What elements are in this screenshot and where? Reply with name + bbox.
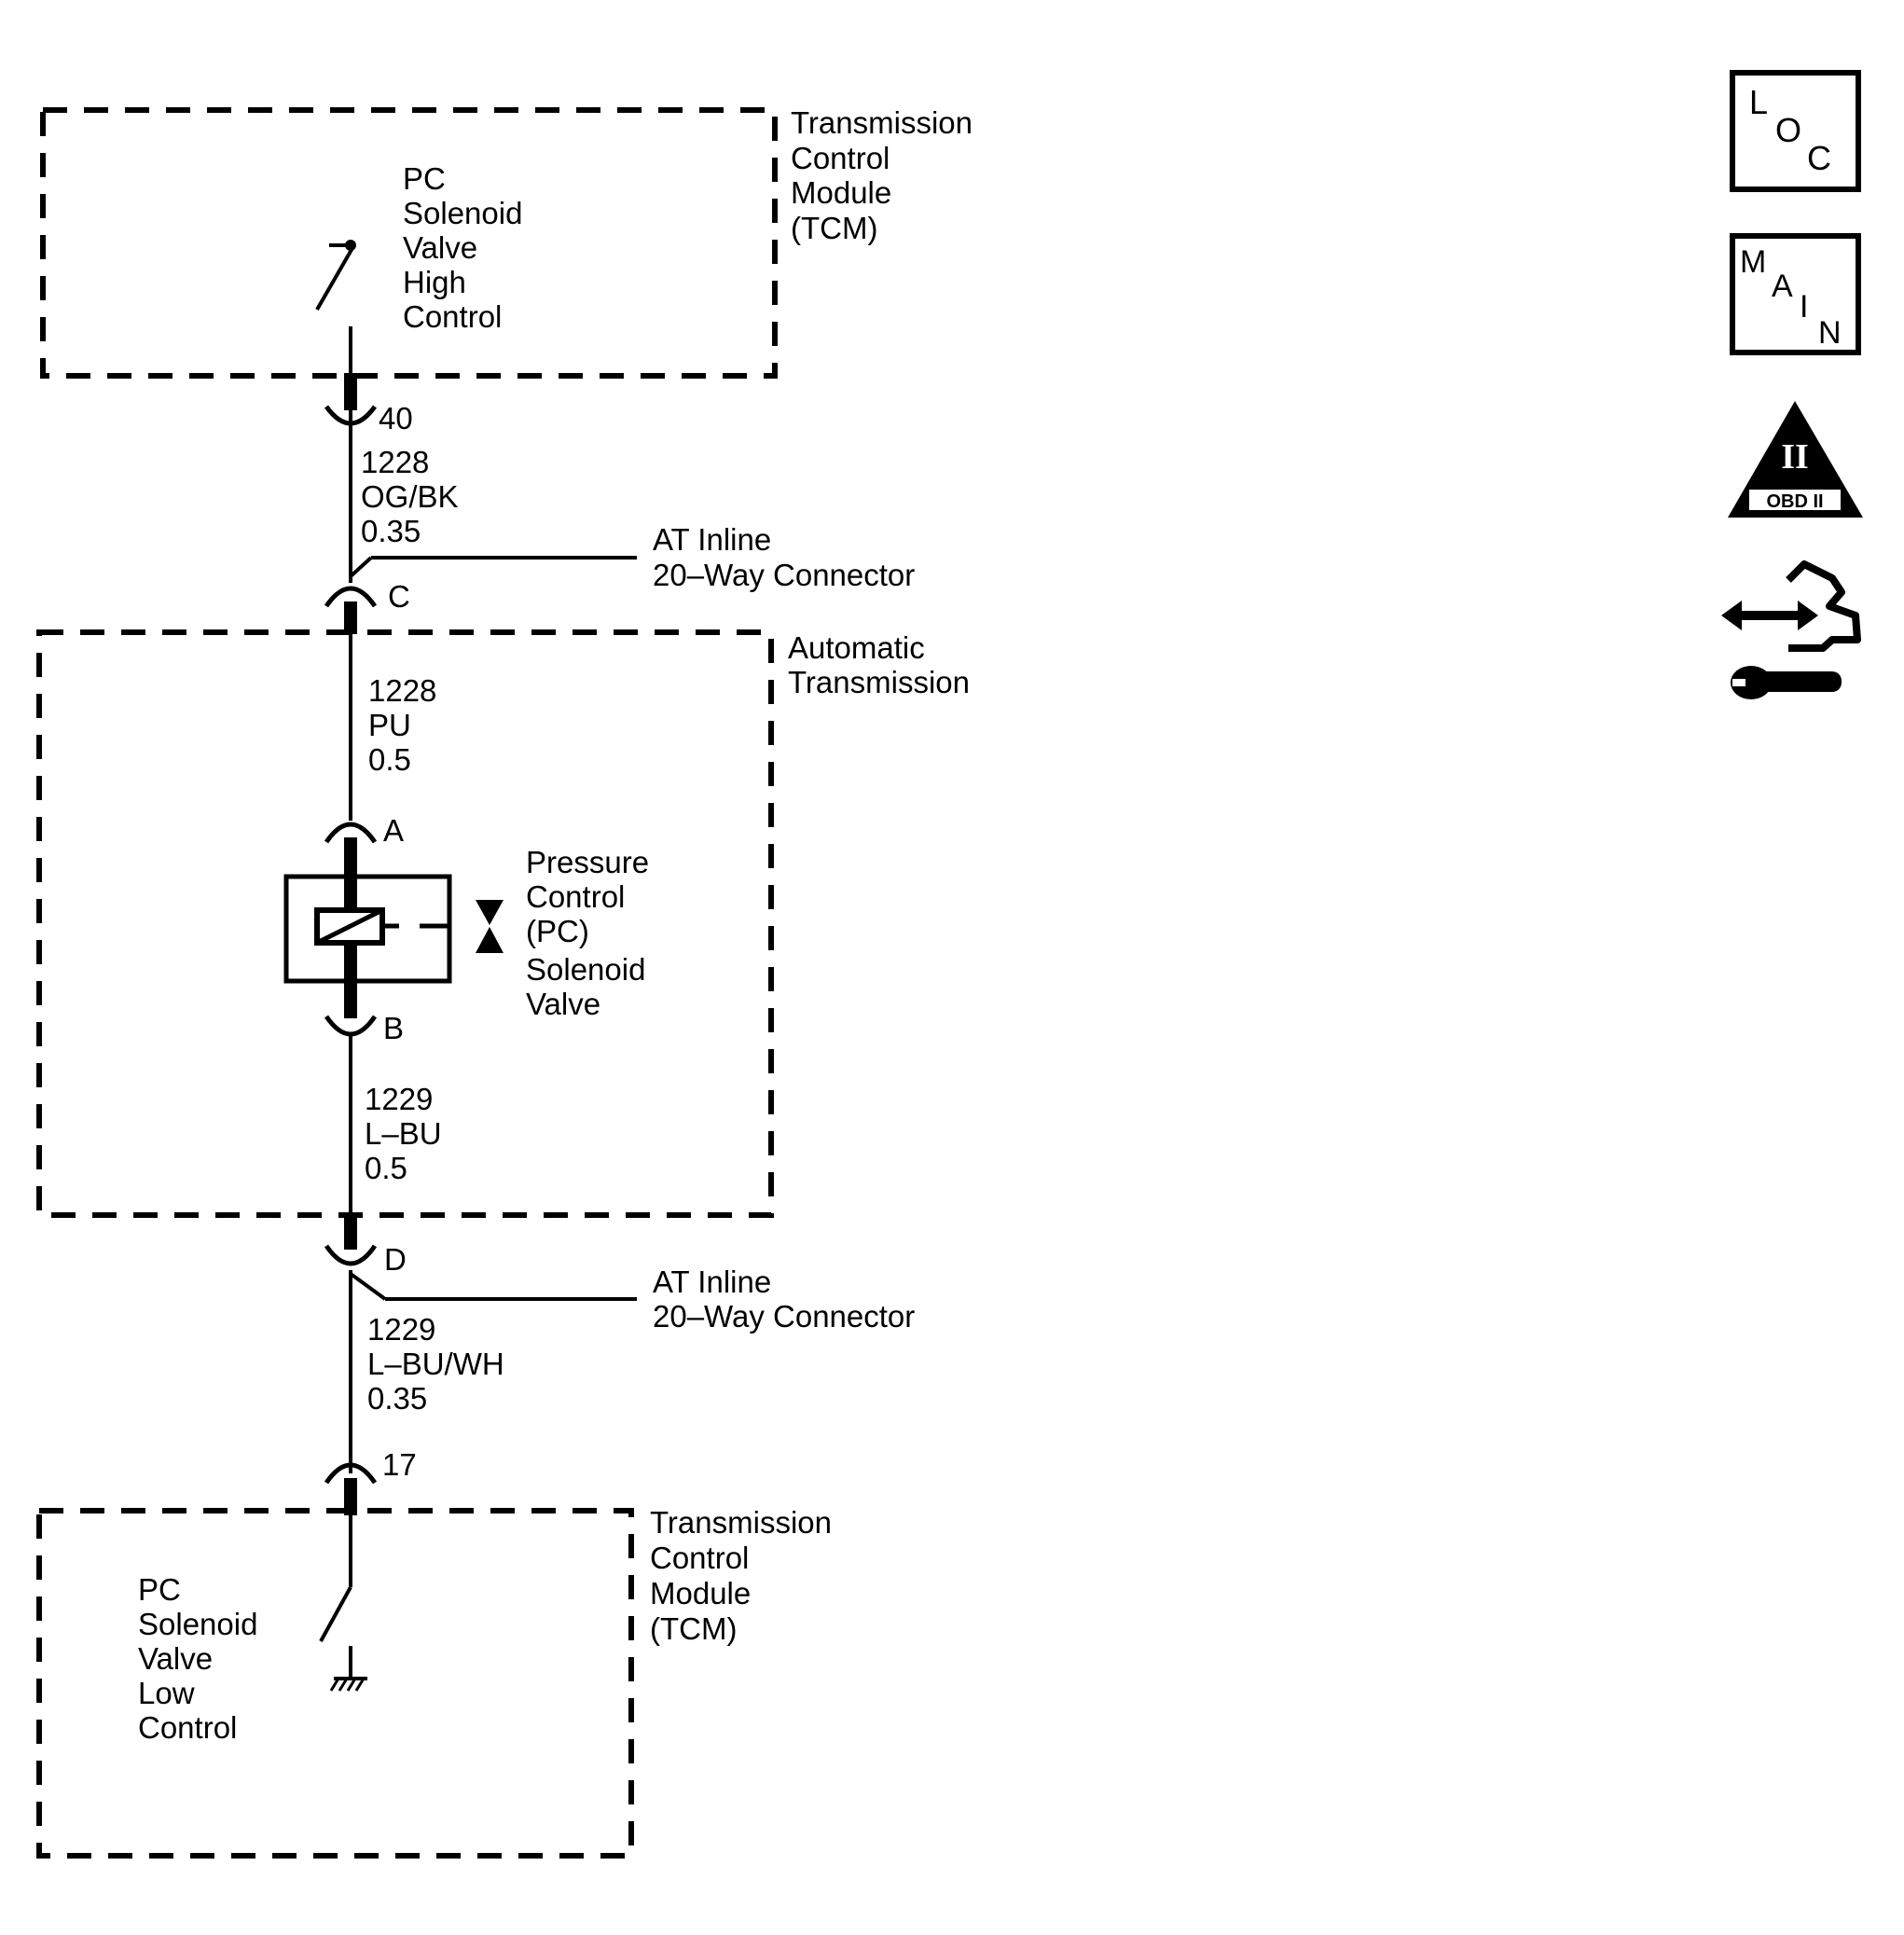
- obd-ii-button[interactable]: II OBD II: [1728, 401, 1863, 518]
- connector-d-label: AT Inline 20–Way Connector: [653, 1265, 915, 1334]
- tcm-top-boundary: [40, 107, 778, 379]
- connector-d-pin-label: D: [384, 1242, 407, 1277]
- automatic-transmission-label: Automatic Transmission: [788, 630, 970, 699]
- tcm-top-module: Transmission Control Module (TCM) PC Sol…: [40, 105, 981, 379]
- connector-c-label: AT Inline 20–Way Connector: [653, 522, 915, 592]
- main-button[interactable]: M A I N: [1730, 233, 1861, 355]
- svg-text:L: L: [1749, 83, 1768, 121]
- connector-c-pin-label: C: [388, 579, 410, 614]
- pin-40-terminal: 40: [324, 373, 413, 435]
- pc-solenoid-valve-icon: [283, 874, 504, 1018]
- wire-1229-l-bu-wh-label: 1229 L–BU/WH 0.35: [367, 1312, 513, 1416]
- pin-a-terminal: A: [324, 813, 404, 877]
- svg-text:M: M: [1740, 244, 1766, 280]
- pin-40-label: 40: [379, 401, 413, 435]
- tcm-bottom-label: Transmission Control Module (TCM): [650, 1505, 840, 1646]
- pin-b-terminal: B: [324, 1011, 404, 1045]
- pc-low-control-switch-icon: [319, 1515, 352, 1679]
- obd-ii-caption: OBD II: [1766, 491, 1823, 512]
- pc-solenoid-valve-label: Pressure Control (PC) Solenoid Valve: [526, 845, 657, 1021]
- pc-low-control-label: PC Solenoid Valve Low Control: [138, 1572, 267, 1745]
- wire-1229-l-bu-label: 1229 L–BU 0.5: [365, 1082, 450, 1185]
- pc-high-control-label: PC Solenoid Valve High Control: [403, 161, 531, 334]
- connector-c: C AT Inline 20–Way Connector: [324, 522, 915, 634]
- loc-button[interactable]: L O C: [1730, 70, 1861, 192]
- connector-d: D AT Inline 20–Way Connector: [324, 1212, 915, 1334]
- svg-text:C: C: [1807, 139, 1831, 177]
- pc-high-control-switch-icon: [315, 240, 356, 376]
- pin-b-label: B: [383, 1011, 404, 1045]
- svg-text:O: O: [1775, 111, 1801, 149]
- tcm-top-label: Transmission Control Module (TCM): [791, 105, 981, 245]
- tcm-bottom-module: Transmission Control Module (TCM) PC Sol…: [36, 1505, 840, 1859]
- svg-text:N: N: [1818, 315, 1842, 351]
- automatic-transmission-module: Automatic Transmission 1228 PU 0.5 A: [36, 629, 970, 1218]
- wire-1228-pu-label: 1228 PU 0.5: [368, 673, 446, 777]
- pin-a-label: A: [383, 813, 404, 848]
- ground-icon: [329, 1677, 367, 1692]
- wire-1228-og-bk-label: 1228 OG/BK 0.35: [361, 445, 467, 548]
- tcm-bottom-boundary: [36, 1508, 634, 1859]
- pin-17-terminal: 17: [324, 1447, 417, 1515]
- pin-17-label: 17: [382, 1447, 417, 1482]
- svg-text:I: I: [1800, 289, 1808, 325]
- svg-text:A: A: [1772, 269, 1793, 304]
- connector-wrench-icon[interactable]: [1721, 560, 1861, 699]
- obd-ii-numeral: II: [1781, 437, 1809, 477]
